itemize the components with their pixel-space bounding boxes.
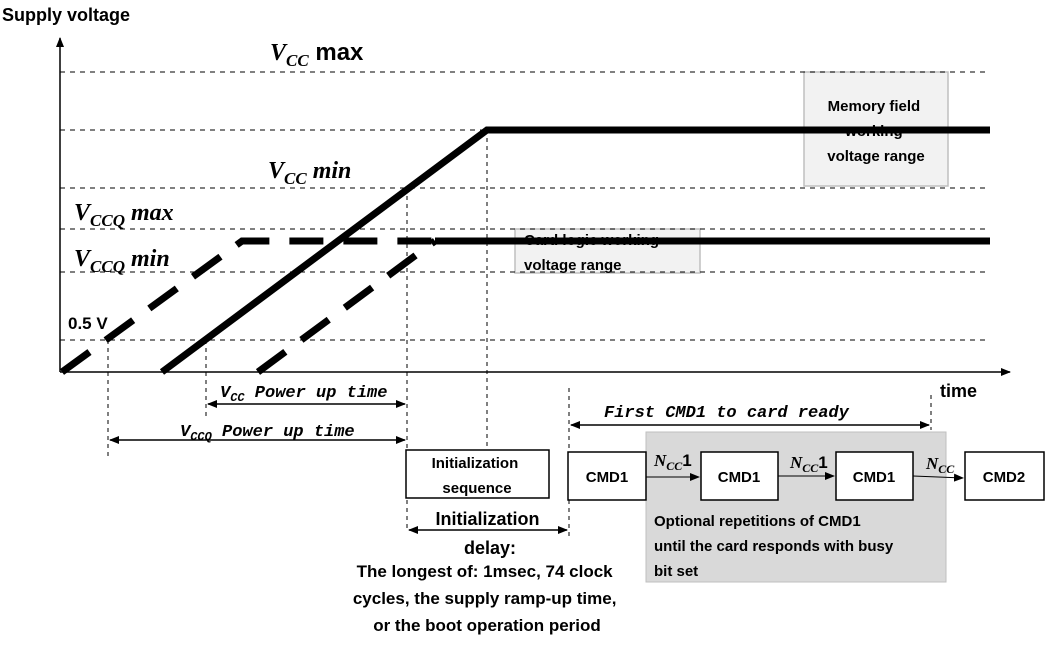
init-delay-note: The longest of: 1msec, 74 clock cycles, … — [353, 562, 621, 635]
init-sequence-label: Initialization sequence — [432, 455, 523, 497]
cmd1-label-1: CMD1 — [586, 469, 629, 486]
vccq-min-label: VCCQ min — [74, 246, 170, 276]
cmd1-box-2 — [700, 451, 779, 501]
init-delay-label: Initialization delay: — [435, 509, 544, 558]
first-cmd1-label: First CMD1 to card ready — [604, 404, 850, 423]
cmd1-box-1 — [567, 451, 647, 501]
cmd1-to-cmd2-arrow — [912, 473, 964, 482]
card-logic-range-box — [514, 228, 701, 274]
vcc-ramp-line — [159, 126, 990, 375]
ncc1-label-1: NCC1 — [653, 451, 692, 473]
card-logic-range-label: Card logic working voltage range — [524, 232, 663, 274]
cmd2-box — [964, 451, 1045, 501]
vccq-ramp-line-2 — [255, 238, 438, 375]
memory-field-range-label: Memory field working voltage range — [827, 98, 925, 165]
vccq-power-up-label: VCCQ Power up time — [180, 423, 355, 444]
vcc-max-label: VCC max — [270, 39, 364, 70]
cmd1-label-3: CMD1 — [853, 469, 896, 486]
vccq-max-label: VCCQ max — [74, 200, 174, 230]
optional-repetitions-note: Optional repetitions of CMD1 until the c… — [654, 513, 897, 580]
cmd2-label: CMD2 — [983, 469, 1026, 486]
vcc-min-label: VCC min — [268, 158, 351, 188]
init-sequence-box — [405, 449, 550, 499]
cmd1-label-2: CMD1 — [718, 469, 761, 486]
ncc1-label-2: NCC1 — [789, 453, 828, 475]
vccq-ramp-line-1 — [59, 237, 435, 375]
cmd1-box-3 — [835, 451, 914, 501]
x-axis-label: time — [940, 381, 977, 401]
ncc-label: NCC — [925, 454, 955, 476]
y-axis-label: Supply voltage — [2, 5, 130, 25]
vcc-power-up-label: VCC Power up time — [220, 384, 387, 405]
half-volt-label: 0.5 V — [68, 314, 108, 333]
